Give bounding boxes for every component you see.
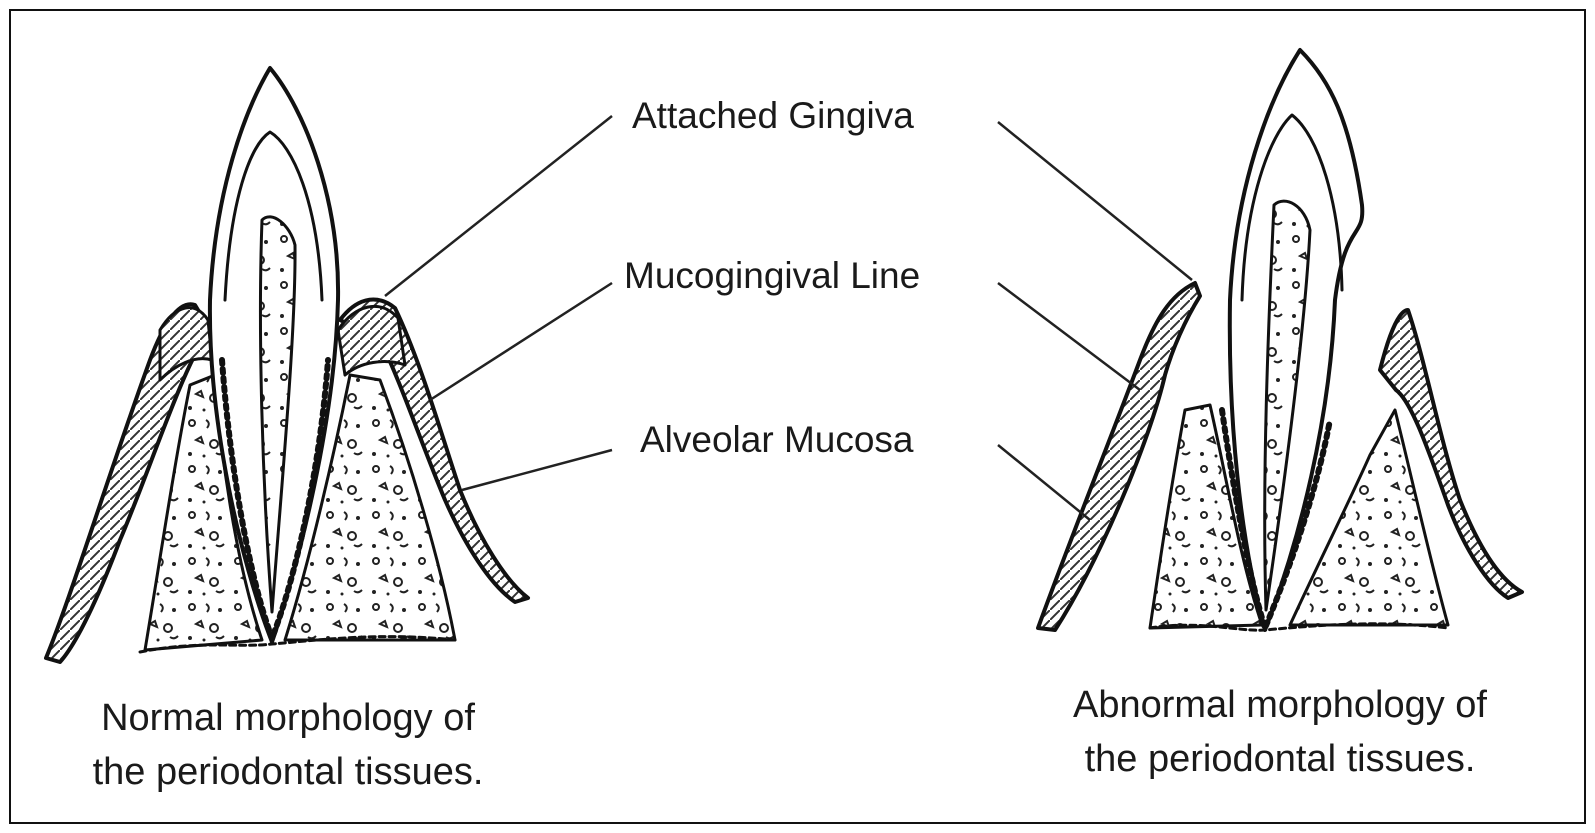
leader-alveolar-right	[998, 445, 1090, 520]
leader-attached-gingiva-right	[998, 122, 1192, 280]
caption-normal-line2: the periodontal tissues.	[93, 751, 484, 793]
leader-mucogingival-right	[998, 283, 1140, 390]
caption-abnormal-line1: Abnormal morphology of	[1073, 684, 1487, 726]
leader-attached-gingiva-left	[385, 116, 612, 296]
label-attached-gingiva: Attached Gingiva	[632, 95, 914, 136]
leader-mucogingival-left	[430, 283, 612, 400]
abnormal-tooth-drawing	[1038, 50, 1522, 630]
label-mucogingival-line: Mucogingival Line	[624, 255, 920, 296]
normal-tooth-drawing	[46, 68, 528, 662]
label-alveolar-mucosa: Alveolar Mucosa	[640, 419, 914, 460]
leader-alveolar-left	[462, 450, 612, 490]
caption-normal-line1: Normal morphology of	[101, 697, 475, 739]
caption-abnormal-line2: the periodontal tissues.	[1085, 738, 1476, 780]
